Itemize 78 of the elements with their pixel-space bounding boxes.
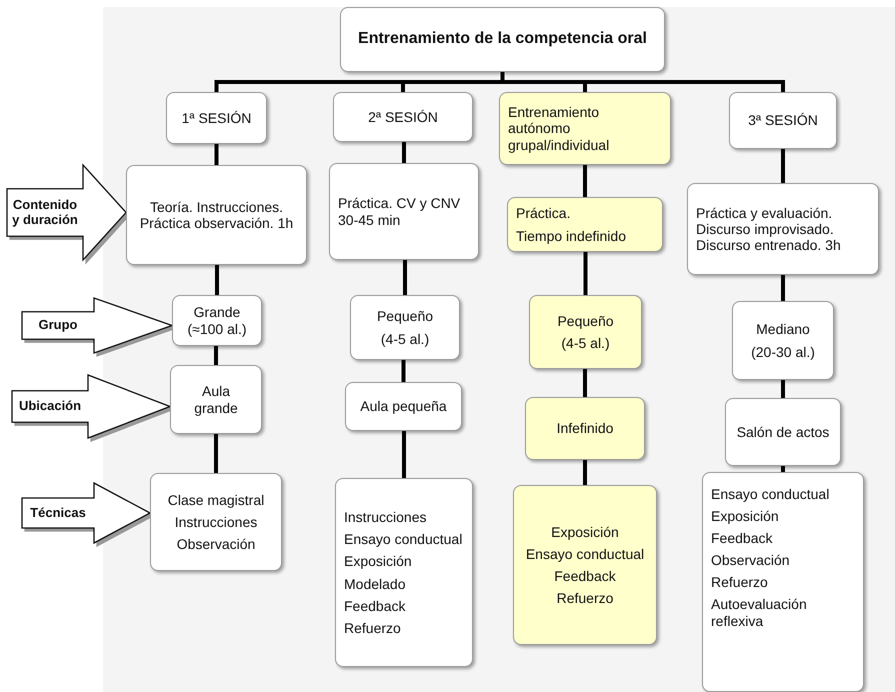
node-text: Ensayo conductual — [344, 531, 464, 548]
node-text: Tiempo indefinido — [516, 228, 627, 244]
process-box — [529, 295, 642, 369]
node-text: Exposición — [711, 508, 780, 524]
process-box — [525, 397, 645, 460]
title-box — [340, 7, 665, 72]
node-text: Pequeño — [556, 312, 615, 329]
connector-line — [402, 142, 406, 163]
process-box — [329, 163, 479, 260]
process-box — [172, 295, 262, 346]
node-text: Salón de actos — [736, 424, 830, 440]
node-text: (4-5 al.) — [560, 335, 611, 352]
process-box — [345, 382, 462, 431]
node-text: Modelado — [344, 576, 406, 592]
node-text: Autoevaluación reflexiva — [711, 596, 808, 629]
connector-line — [583, 369, 587, 397]
process-box — [725, 398, 841, 466]
process-box — [729, 92, 837, 149]
connector-line — [781, 149, 785, 183]
connector-line — [781, 380, 785, 398]
node-text: Ensayo conductual — [524, 546, 646, 562]
connector-line — [584, 252, 588, 295]
node-text: (4-5 al.) — [380, 330, 430, 347]
connector-line — [214, 144, 218, 165]
node-text: Feedback — [344, 598, 406, 614]
node-text: 3ª SESIÓN — [747, 112, 819, 129]
node-text: Mediano — [755, 321, 811, 338]
connector-line — [214, 434, 218, 473]
node-text: (20-30 al.) — [750, 344, 816, 360]
process-box — [335, 478, 473, 667]
node-text: Pequeño — [376, 308, 434, 324]
connector-line — [215, 265, 219, 295]
connector-line — [214, 346, 218, 365]
title-text: Entrenamiento de la competencia oral — [357, 30, 648, 49]
process-box — [333, 92, 473, 142]
connector-line — [403, 260, 407, 295]
node-text: Ensayo conductual — [711, 486, 830, 502]
process-box — [702, 472, 864, 692]
process-box — [513, 485, 657, 645]
node-text: Observación — [711, 552, 791, 568]
connector-line — [500, 72, 785, 92]
node-text: 2ª SESIÓN — [367, 108, 439, 126]
connector-line — [402, 360, 406, 382]
process-box — [170, 365, 262, 434]
process-box — [499, 92, 671, 165]
process-box — [350, 295, 460, 360]
node-text: Refuerzo — [344, 620, 402, 636]
process-box — [166, 92, 267, 144]
node-text: Feedback — [553, 568, 617, 584]
connector-line — [583, 460, 587, 485]
node-text: Refuerzo — [711, 574, 769, 590]
process-box — [732, 301, 834, 380]
connector-line — [583, 165, 587, 197]
node-text: Entrenamiento autónomo grupal/individual — [508, 104, 610, 153]
node-text: Práctica y evaluación. Discurso improvisado. Discurso entrenado. 3h — [696, 204, 842, 254]
node-text: Instrucciones — [344, 509, 428, 526]
process-box — [150, 473, 282, 571]
connector-line — [402, 431, 406, 478]
node-text: Grande (≈100 al.) — [186, 304, 248, 337]
node-text: Aula pequeña — [359, 398, 448, 415]
process-box — [507, 197, 663, 252]
node-text: Teoría. Instrucciones. Práctica observación. 1h — [138, 198, 294, 232]
process-box — [687, 183, 879, 275]
node-text: Refuerzo — [556, 590, 614, 606]
node-text: Práctica. — [516, 205, 572, 222]
node-text: 1ª SESIÓN — [180, 110, 252, 126]
node-text: Práctica. CV y CNV 30-45 min — [338, 195, 462, 228]
node-text: Feedback — [711, 530, 774, 546]
process-box — [126, 165, 307, 265]
connector-line — [781, 466, 785, 472]
node-text: Instrucciones — [174, 514, 258, 530]
node-text: Exposición — [550, 524, 620, 540]
node-text: Exposición — [344, 553, 413, 570]
node-text: Observación — [176, 536, 256, 552]
connector-line — [781, 275, 785, 301]
node-text: Aula grande — [193, 383, 239, 416]
node-text: Clase magistral — [166, 492, 266, 508]
node-text: Infefinido — [556, 420, 614, 437]
